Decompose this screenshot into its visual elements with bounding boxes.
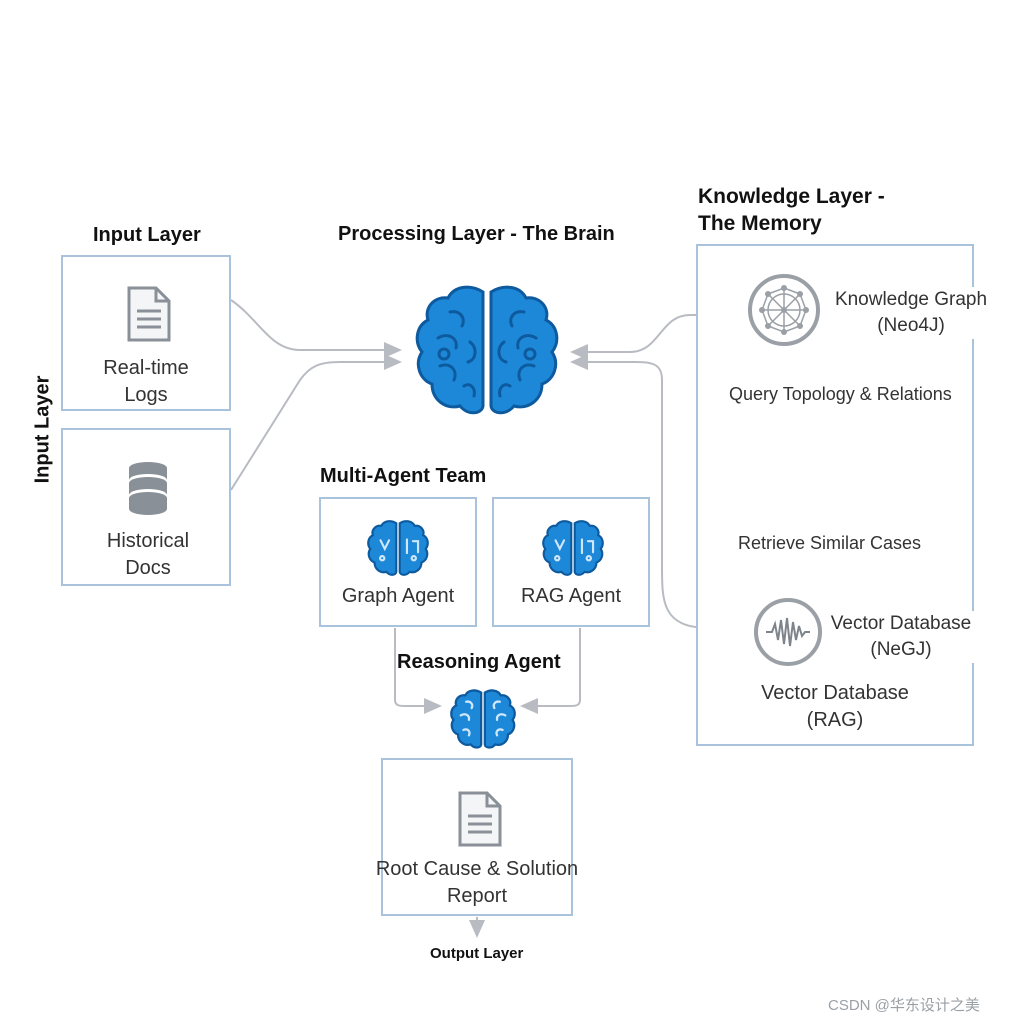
query-topology-label: Query Topology & Relations: [729, 384, 952, 404]
knowledge-layer-title-line2: The Memory: [698, 212, 822, 235]
realtime-logs-line2: Logs: [124, 384, 168, 406]
graph-agent-brain-icon: [367, 520, 429, 576]
vector-db-rag-line2: (RAG): [806, 709, 864, 731]
vector-db-line2: (NeGJ): [870, 639, 932, 660]
report-document-icon: [458, 791, 502, 847]
vector-db-rag-line1: Vector Database: [761, 682, 909, 704]
historical-docs-line1: Historical: [106, 530, 190, 552]
multi-agent-team-title: Multi-Agent Team: [320, 465, 487, 487]
rag-to-reasoning-arrow: [520, 628, 581, 714]
graph-agent-label: Graph Agent: [341, 585, 455, 607]
realtime-logs-box: Real-time Logs: [61, 255, 231, 411]
kg-to-brain-arrow: [570, 314, 745, 360]
vector-database-icon: [754, 598, 822, 666]
output-layer-label: Output Layer: [430, 945, 524, 962]
realtime-logs-line1: Real-time: [103, 357, 189, 379]
reasoning-agent-title: Reasoning Agent: [397, 651, 561, 673]
retrieve-cases-label: Retrieve Similar Cases: [738, 533, 922, 553]
report-box: Root Cause & Solution Report: [376, 758, 578, 916]
knowledge-graph-line2: (Neo4J): [877, 315, 945, 336]
graph-to-reasoning-arrow: [394, 628, 442, 714]
watermark: CSDN @华东设计之美: [828, 997, 980, 1014]
reasoning-agent-brain-icon: [450, 689, 516, 749]
rag-agent-box: RAG Agent: [492, 497, 650, 627]
graph-agent-box: Graph Agent: [319, 497, 477, 627]
vectordb-to-brain-arrow: [570, 354, 745, 629]
input-layer-side-label: Input Layer: [31, 375, 54, 484]
processing-layer-title: Processing Layer - The Brain: [338, 223, 615, 245]
report-line1: Root Cause & Solution: [375, 858, 579, 880]
report-line2: Report: [446, 885, 508, 907]
rag-agent-brain-icon: [542, 520, 604, 576]
knowledge-graph-line1: Knowledge Graph: [834, 289, 988, 310]
historical-docs-line2: Docs: [125, 557, 171, 579]
document-icon: [127, 286, 171, 342]
input-layer-title: Input Layer: [93, 224, 201, 246]
brain-icon: [415, 285, 559, 415]
knowledge-layer-title-line1: Knowledge Layer -: [698, 185, 885, 208]
knowledge-graph-icon: [748, 274, 820, 346]
vector-db-line1: Vector Database: [830, 613, 972, 634]
logs-to-brain-arrow: [230, 299, 402, 358]
historical-docs-box: Historical Docs: [61, 428, 231, 586]
docs-to-brain-arrow: [230, 354, 402, 491]
database-icon: [129, 462, 167, 515]
rag-agent-label: RAG Agent: [520, 585, 622, 607]
